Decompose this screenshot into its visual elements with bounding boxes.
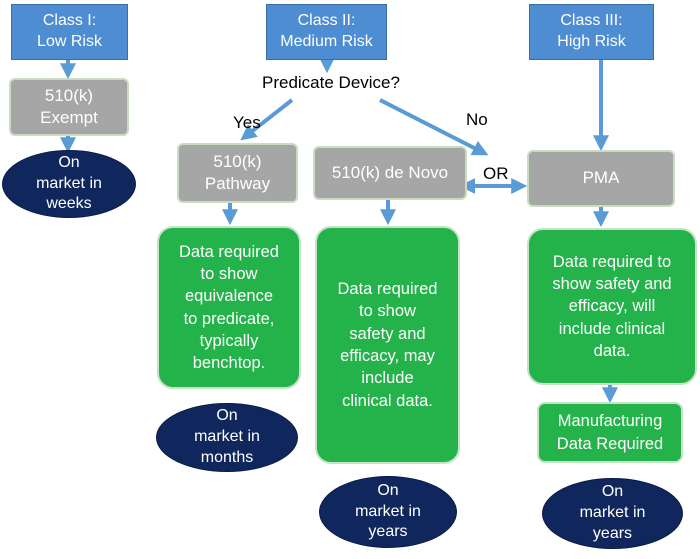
arrow-question-yes	[240, 98, 294, 141]
on-market-years-de-novo-oval: On market in years	[319, 476, 457, 548]
or-label: OR	[483, 164, 509, 183]
pma-box: PMA	[527, 150, 675, 207]
510k-pathway-box: 510(k) Pathway	[177, 143, 298, 203]
on-market-years-pma-oval: On market in years	[542, 478, 683, 549]
class-3-high-risk: Class III: High Risk	[529, 4, 654, 60]
de-novo-data-requirement: Data required to show safety and efficac…	[315, 226, 460, 464]
predicate-device-question: Predicate Device?	[262, 73, 400, 92]
on-market-weeks-oval: On market in weeks	[2, 150, 136, 218]
510k-data-requirement: Data required to show equivalence to pre…	[157, 226, 301, 389]
510k-de-novo-box: 510(k) de Novo	[313, 146, 467, 200]
510k-exempt-box: 510(k) Exempt	[9, 78, 129, 136]
arrow-question-no	[379, 98, 489, 156]
pma-data-requirement: Data required to show safety and efficac…	[527, 228, 697, 385]
class-2-medium-risk: Class II: Medium Risk	[266, 4, 387, 60]
yes-label: Yes	[233, 113, 261, 132]
manufacturing-data-requirement: Manufacturing Data Required	[537, 402, 683, 463]
on-market-months-oval: On market in months	[156, 403, 298, 472]
no-label: No	[466, 110, 488, 129]
class-1-low-risk: Class I: Low Risk	[11, 4, 128, 60]
